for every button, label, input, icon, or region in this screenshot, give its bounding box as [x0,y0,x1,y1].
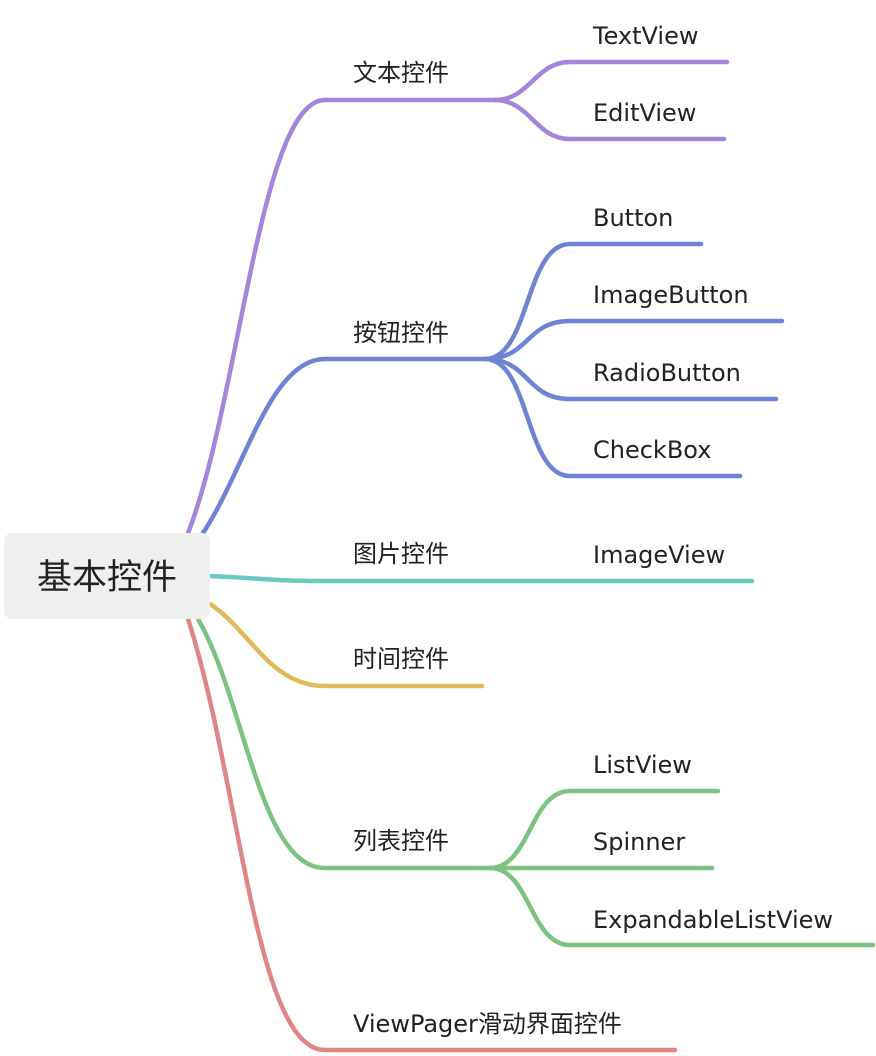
leaf-label-listview[interactable]: ListView [593,751,692,779]
branch-label-image-controls[interactable]: 图片控件 [353,540,449,568]
branch-line-button-controls [200,356,488,536]
leaf-label-editview[interactable]: EditView [593,99,696,127]
leaf-label-spinner[interactable]: Spinner [593,828,685,856]
branch-label-viewpager-controls[interactable]: ViewPager滑动界面控件 [353,1010,622,1038]
leaf-label-radiobutton[interactable]: RadioButton [593,359,741,387]
leaf-line-editview [492,97,727,142]
leaf-label-checkbox[interactable]: CheckBox [593,436,711,464]
root-node-box [4,533,210,619]
connector-lines [185,59,876,1053]
leaf-line-checkbox [482,356,743,479]
root-node-label: 基本控件 [37,558,177,598]
leaf-line-listview [487,788,721,871]
branch-line-image-controls [207,573,755,584]
leaf-line-expandablelistview [487,865,876,948]
branch-line-viewpager-controls [185,616,678,1053]
leaf-label-expandablelistview[interactable]: ExpandableListView [593,906,833,934]
leaf-label-button[interactable]: Button [593,204,673,232]
leaf-line-radiobutton [482,356,779,402]
branch-label-time-controls[interactable]: 时间控件 [353,645,449,673]
root-node[interactable]: 基本控件 [4,533,210,619]
branch-line-time-controls [207,601,485,689]
branch-line-list-controls [195,616,493,871]
leaf-label-imageview[interactable]: ImageView [593,541,725,569]
branch-label-button-controls[interactable]: 按钮控件 [353,319,449,347]
leaf-line-textview [492,59,730,103]
leaf-label-textview[interactable]: TextView [592,22,699,50]
leaf-line-button [482,241,704,362]
branch-line-text-controls [185,97,498,536]
branch-label-text-controls[interactable]: 文本控件 [353,59,449,87]
leaf-line-imagebutton [482,318,785,362]
branch-label-list-controls[interactable]: 列表控件 [353,827,449,855]
leaf-label-imagebutton[interactable]: ImageButton [593,281,749,309]
